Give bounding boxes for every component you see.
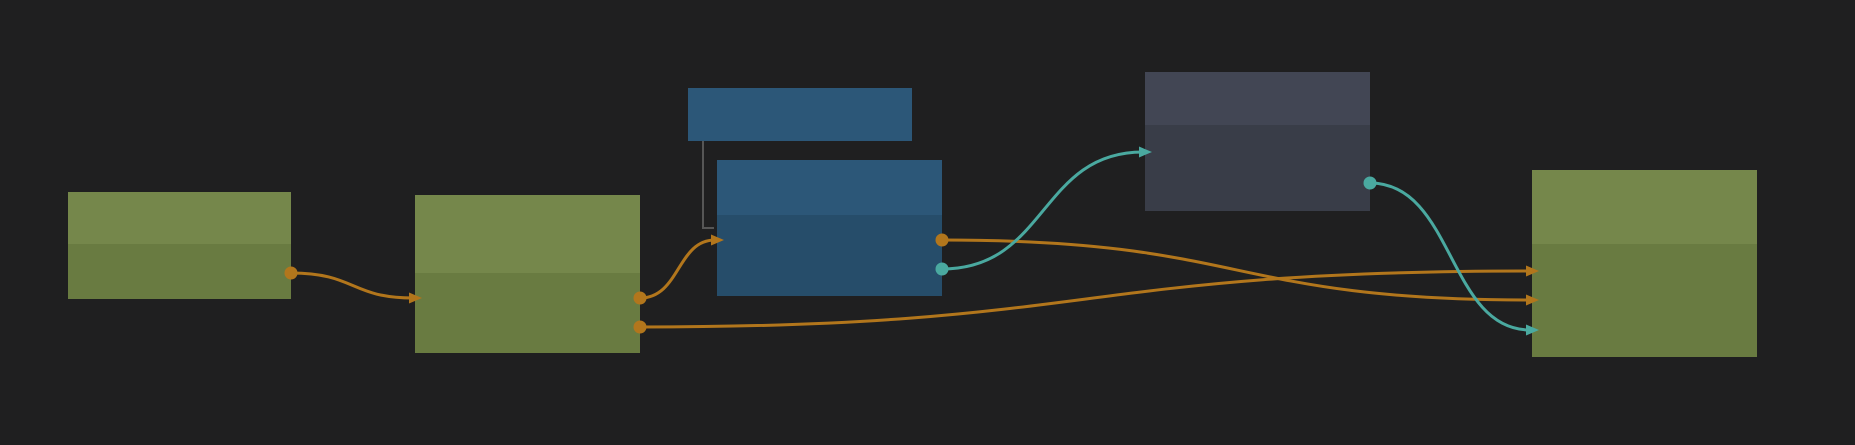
port-row bbox=[83, 263, 277, 283]
node-header[interactable] bbox=[688, 88, 912, 141]
node-body bbox=[717, 215, 942, 296]
node-header[interactable] bbox=[415, 195, 640, 273]
node-header[interactable] bbox=[68, 192, 291, 244]
node-header[interactable] bbox=[717, 160, 942, 215]
node-people[interactable] bbox=[415, 195, 640, 353]
port-row bbox=[1547, 320, 1743, 340]
wire-people-to-repeater[interactable] bbox=[638, 238, 717, 300]
node-group[interactable] bbox=[688, 88, 912, 141]
node-header[interactable] bbox=[1532, 170, 1757, 244]
port-row bbox=[732, 230, 928, 250]
wire-repeater-to-show-popup[interactable] bbox=[940, 150, 1145, 271]
port-row bbox=[732, 259, 928, 279]
node-remove-object-from-array[interactable] bbox=[1532, 170, 1757, 357]
node-body bbox=[68, 244, 291, 299]
node-show-popup[interactable] bbox=[1145, 72, 1370, 211]
port-row bbox=[1547, 261, 1743, 281]
child-link-group-repeater bbox=[702, 141, 714, 229]
wire-static-array-to-people[interactable] bbox=[289, 271, 415, 300]
port-row bbox=[430, 288, 626, 308]
wire-repeater-to-remove-object-from-array[interactable] bbox=[940, 238, 1532, 302]
node-repeater[interactable] bbox=[717, 160, 942, 296]
port-row bbox=[430, 317, 626, 337]
port-row bbox=[1160, 173, 1356, 193]
wire-show-popup-to-remove-object-from-array[interactable] bbox=[1368, 181, 1532, 332]
node-body bbox=[1532, 244, 1757, 357]
port-row bbox=[1160, 142, 1356, 162]
port-row bbox=[1547, 290, 1743, 310]
node-body bbox=[415, 273, 640, 353]
node-header[interactable] bbox=[1145, 72, 1370, 125]
node-body bbox=[1145, 125, 1370, 211]
node-static-array[interactable] bbox=[68, 192, 291, 299]
